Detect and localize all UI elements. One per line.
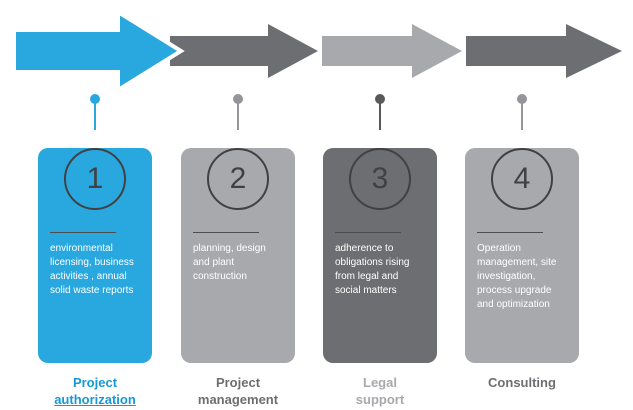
card-divider <box>50 232 116 233</box>
step-2-description: planning, design and plant construction <box>193 243 266 282</box>
card-divider <box>335 232 401 233</box>
step-column-4: 4 Operation management, site investigati… <box>465 88 579 392</box>
connector-dot <box>517 94 527 104</box>
step-label-line2: support <box>355 391 405 407</box>
step-1-description: environmental licensing, business activi… <box>50 243 134 296</box>
step-column-2: 2 planning, design and plant constructio… <box>181 88 295 409</box>
step-2-card: 2 planning, design and plant constructio… <box>181 148 295 363</box>
step-1-number-badge: 1 <box>64 148 126 210</box>
step-label-line1: Consulting <box>488 375 556 390</box>
step-number: 3 <box>371 162 389 195</box>
connector-line <box>237 103 239 130</box>
step-label-line2: management <box>197 391 279 407</box>
step-2-label: Project management <box>181 375 295 409</box>
arrow-segment-2 <box>170 24 318 78</box>
step-2-connector <box>181 88 295 130</box>
step-3-card: 3 adherence to obligations rising from l… <box>323 148 437 363</box>
step-column-3: 3 adherence to obligations rising from l… <box>323 88 437 409</box>
arrow-segment-1 <box>12 8 185 94</box>
step-1-card: 1 environmental licensing, business acti… <box>38 148 152 363</box>
step-column-1: 1 environmental licensing, business acti… <box>38 88 152 409</box>
step-label-line1: Legal <box>363 375 397 390</box>
step-number: 4 <box>513 162 531 195</box>
step-3-description: adherence to obligations rising from leg… <box>335 243 410 296</box>
connector-line <box>521 103 523 130</box>
connector-dot <box>375 94 385 104</box>
step-4-number-badge: 4 <box>491 148 553 210</box>
step-1-label: Project authorization <box>38 375 152 409</box>
connector-line <box>94 103 96 130</box>
step-number: 1 <box>86 162 104 195</box>
step-4-connector <box>465 88 579 130</box>
card-divider <box>193 232 259 233</box>
arrow-segment-4 <box>466 24 622 78</box>
step-1-connector <box>38 88 152 130</box>
connector-line <box>379 103 381 130</box>
step-3-label: Legal support <box>323 375 437 409</box>
step-3-connector <box>323 88 437 130</box>
connector-dot <box>233 94 243 104</box>
step-3-number-badge: 3 <box>349 148 411 210</box>
timeline-arrows <box>12 8 622 94</box>
arrow-segment-3 <box>322 24 462 78</box>
step-label-line1: Project <box>72 375 118 390</box>
step-2-number-badge: 2 <box>207 148 269 210</box>
step-4-description: Operation management, site investigation… <box>477 243 557 310</box>
step-4-card: 4 Operation management, site investigati… <box>465 148 579 363</box>
step-label-line1: Project <box>215 375 261 390</box>
step-4-label: Consulting <box>465 375 579 392</box>
step-label-line2: authorization <box>54 391 136 407</box>
card-divider <box>477 232 543 233</box>
connector-dot <box>90 94 100 104</box>
step-number: 2 <box>229 162 247 195</box>
